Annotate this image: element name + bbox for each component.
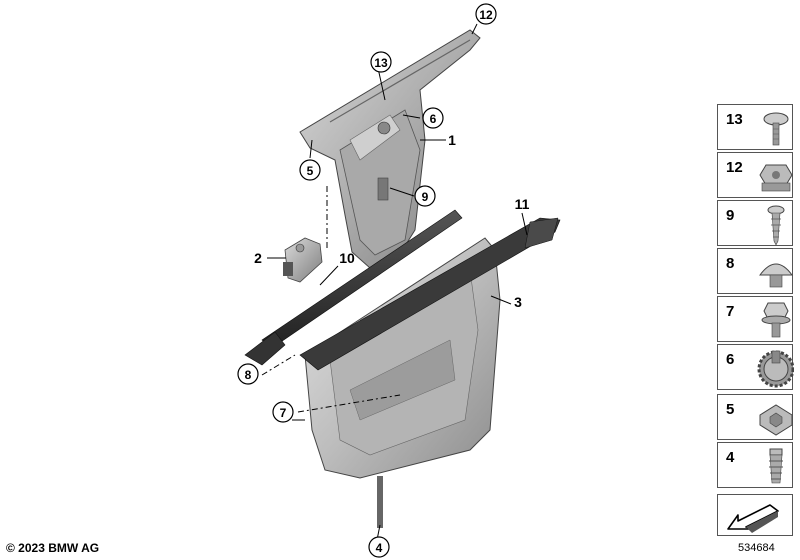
callout-label: 5 (307, 164, 314, 178)
callout-circle (422, 107, 444, 129)
toothed-lock-washer-icon (757, 350, 794, 388)
mushroom-head-screw-icon (763, 112, 789, 146)
spreader-screw-icon (769, 448, 783, 484)
legend-number: 5 (726, 401, 735, 418)
callout-label: 4 (376, 541, 383, 555)
copyright-notice: © 2023 BMW AG (6, 541, 100, 555)
view-direction-arrow-icon (727, 504, 779, 533)
callout-circle (237, 363, 259, 385)
callout-label: 8 (245, 368, 252, 382)
callout-10: 10 (339, 250, 355, 266)
callout-8: 8 (237, 363, 259, 385)
callout-label: 3 (514, 294, 522, 310)
legend-number: 12 (726, 159, 743, 176)
legend-number: 7 (726, 303, 735, 320)
callout-layer: 12 13 61 5 9 11 2 10 3 8 7 4 (237, 3, 530, 558)
callout-11: 11 (515, 196, 530, 212)
callout-circle (299, 159, 321, 181)
legend-cell-5: 5 (717, 394, 793, 440)
legend-cell-9: 9 (717, 200, 793, 246)
callout-label: 9 (422, 190, 429, 204)
callout-5: 5 (299, 159, 321, 181)
callout-label: 10 (339, 250, 355, 266)
leader-lines (261, 23, 528, 541)
hex-flange-bolt-icon (761, 302, 791, 338)
outer-seal-strip (299, 217, 561, 371)
legend-cell-4: 4 (717, 442, 793, 488)
legend-number: 8 (726, 255, 735, 272)
callout-9: 9 (414, 185, 436, 207)
legend-cell-12: 12 (717, 152, 793, 198)
callout-1: 1 (448, 132, 456, 148)
callout-circle (475, 3, 497, 25)
clip-nut-icon (759, 404, 793, 436)
callout-label: 7 (280, 406, 287, 420)
callout-circle (370, 51, 392, 73)
callout-label: 11 (515, 196, 530, 212)
legend-cell-13: 13 (717, 104, 793, 150)
callout-label: 6 (430, 112, 437, 126)
door-inner-panel (304, 237, 501, 528)
hex-collar-nut-icon (759, 164, 793, 192)
expanding-rivet-icon (759, 263, 793, 288)
callout-circle (368, 536, 390, 558)
callout-4: 4 (368, 536, 390, 558)
callout-3: 3 (514, 294, 522, 310)
callout-label: 1 (448, 132, 456, 148)
legend-number: 4 (726, 449, 735, 466)
window-regulator-carrier (299, 29, 481, 269)
legend-cell-6: 6 (717, 344, 794, 390)
callout-13: 13 (370, 51, 392, 73)
self-tapping-screw-icon (767, 205, 785, 246)
callout-label: 13 (374, 56, 388, 70)
callout-label: 2 (254, 250, 262, 266)
callout-label: 12 (479, 8, 493, 22)
callout-circle (272, 401, 294, 423)
window-motor (283, 237, 323, 283)
view-direction-cell (717, 494, 793, 536)
callout-circle (414, 185, 436, 207)
callout-7: 7 (272, 401, 294, 423)
callout-12: 12 (475, 3, 497, 25)
window-seal-strip (244, 209, 463, 366)
legend-number: 13 (726, 111, 743, 128)
legend-cell-8: 8 (717, 248, 793, 294)
legend-number: 6 (726, 351, 735, 368)
callout-6: 6 (422, 107, 444, 129)
legend-cell-7: 7 (717, 296, 793, 342)
callout-2: 2 (254, 250, 262, 266)
diagram-number: 534684 (738, 542, 775, 554)
legend-number: 9 (726, 207, 735, 224)
